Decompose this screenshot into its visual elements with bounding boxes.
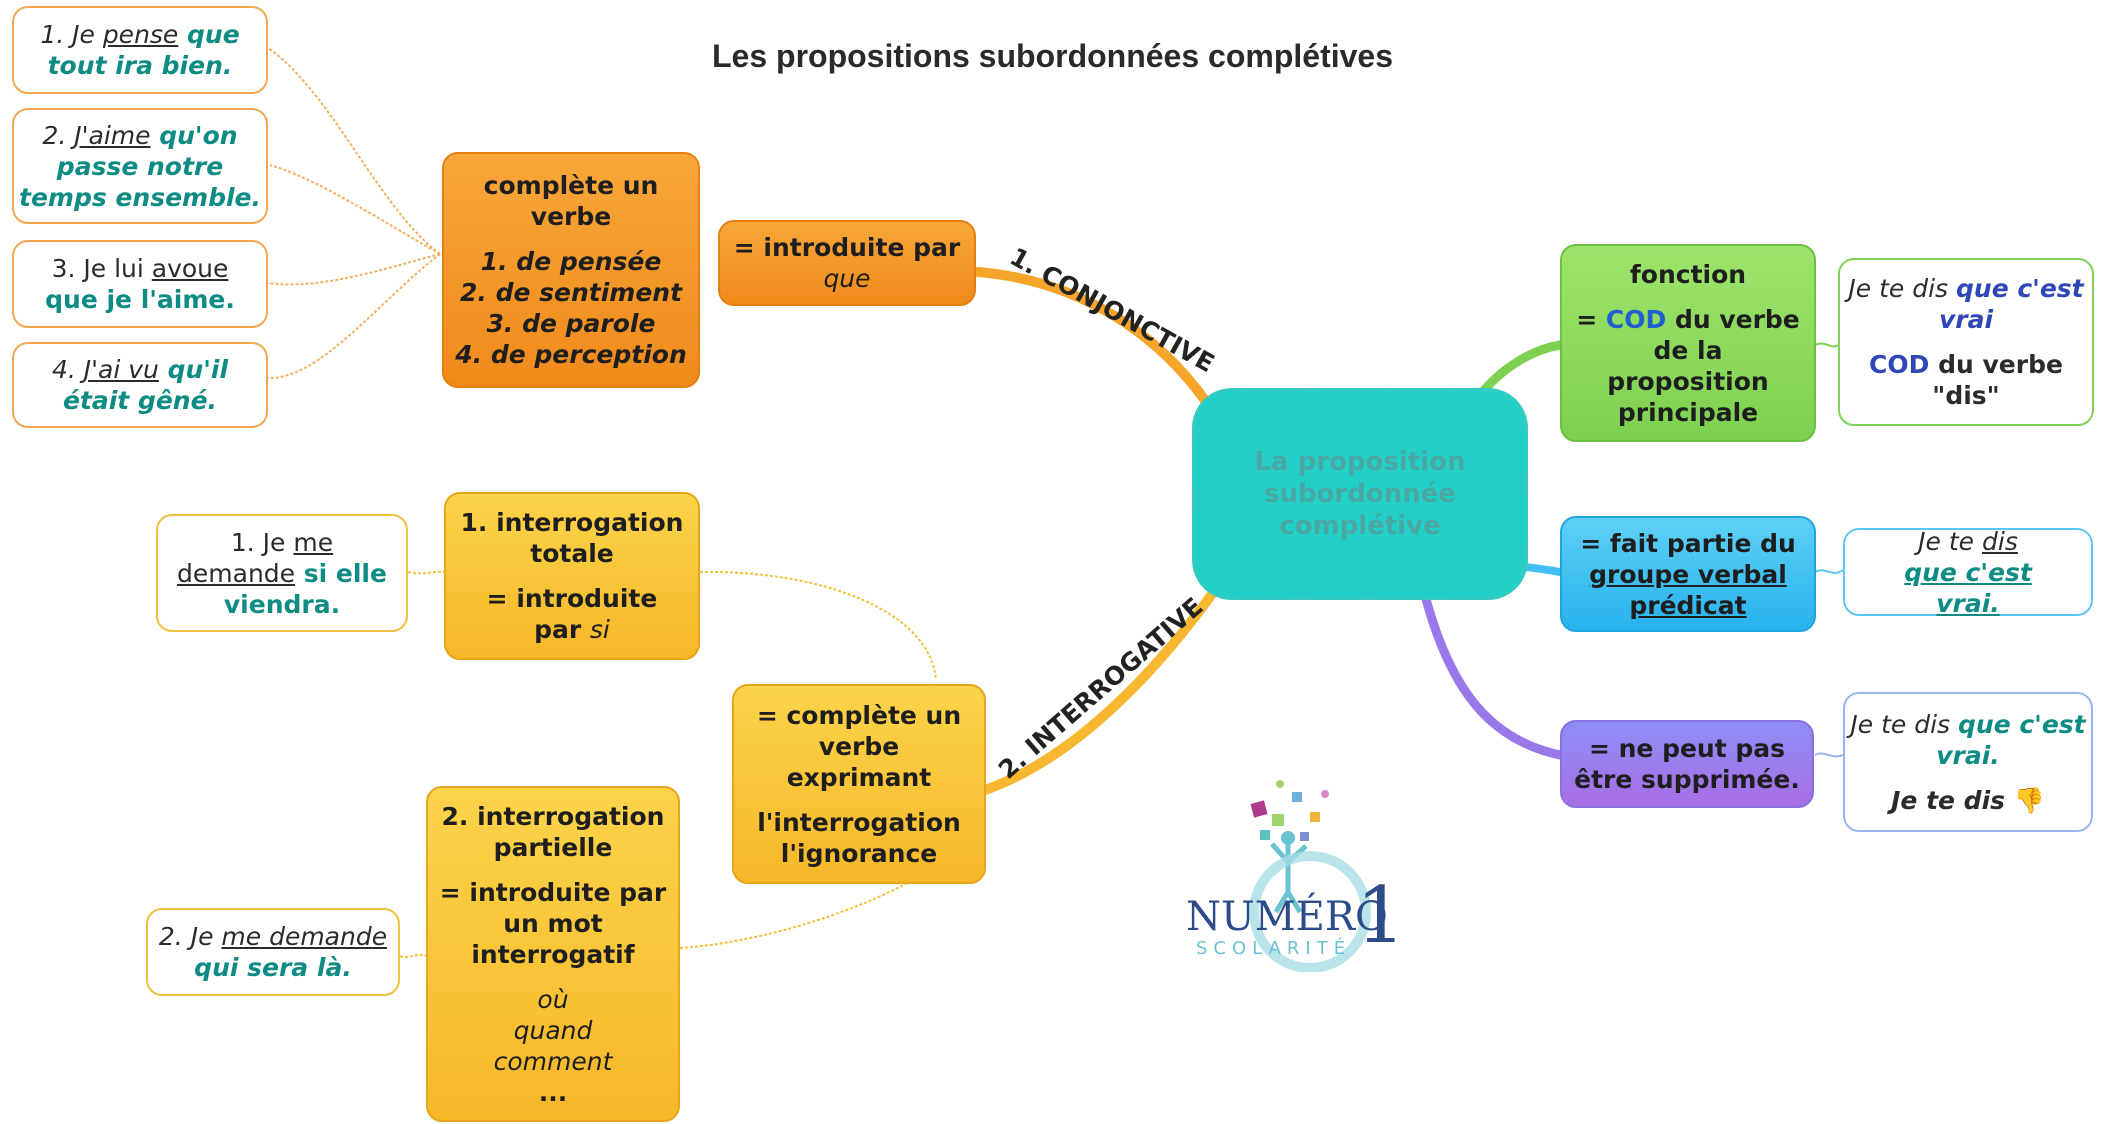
- branch-supp-line: [1420, 590, 1565, 760]
- example-qui-sera-la-box: 2. Je me demande qui sera là.: [146, 908, 400, 996]
- example-supprimee-box: Je te dis que c'est vrai. Je te dis 👎: [1843, 692, 2093, 832]
- branch-conjonctive-line: [973, 267, 1220, 420]
- branch-label-interrogative: 2. INTERROGATIVE: [993, 592, 1209, 785]
- complete-verbe-box: complète un verbe 1. de pensée 2. de sen…: [442, 152, 700, 388]
- branch-interrogative-line: [980, 585, 1220, 795]
- interrogative-main-box: = complète un verbe exprimant l'interrog…: [732, 684, 986, 884]
- logo-text-scolarite: SCOLARITÉ: [1196, 937, 1351, 959]
- example-vu-box: 4. J'ai vu qu'il était gêné.: [12, 342, 268, 428]
- logo: NUMÉRO 1 SCOLARITÉ: [1186, 780, 1406, 972]
- thumbs-down-icon: 👎: [2013, 785, 2045, 815]
- central-node: La proposition subordonnée complétive: [1192, 388, 1528, 600]
- logo-graphic: [1249, 780, 1371, 972]
- interrogation-totale-box: 1. interrogation totale = introduite par…: [444, 492, 700, 660]
- example-si-elle-box: 1. Je me demande si elle viendra.: [156, 514, 408, 632]
- example-aime-box: 2. J'aime qu'on passe notre temps ensemb…: [12, 108, 268, 224]
- introduite-par-que-box: = introduite par que: [718, 220, 976, 306]
- page-title: Les propositions subordonnées complétive…: [711, 38, 1393, 74]
- ne-peut-pas-box: = ne peut pas être supprimée.: [1560, 720, 1814, 808]
- example-avoue-box: 3. Je lui avoue que je l'aime.: [12, 240, 268, 328]
- logo-text-one: 1: [1356, 871, 1406, 961]
- groupe-verbal-box: = fait partie du groupe verbal prédicat: [1560, 516, 1816, 632]
- fonction-box: fonction = COD du verbe de la propositio…: [1560, 244, 1816, 442]
- branch-label-conjonctive: 1. CONJONCTIVE: [1005, 242, 1219, 378]
- branch-fonction-line: [1475, 340, 1565, 400]
- example-dis-box: Je te dis que c'est vrai.: [1843, 527, 2093, 618]
- interrogation-partielle-box: 2. interrogation partielle = introduite …: [426, 786, 680, 1122]
- example-cod-box: Je te dis que c'est vrai COD du verbe "d…: [1838, 258, 2094, 426]
- logo-text-numero: NUMÉRO: [1186, 893, 1388, 940]
- example-pense-box: 1. Je pense que tout ira bien.: [12, 6, 268, 94]
